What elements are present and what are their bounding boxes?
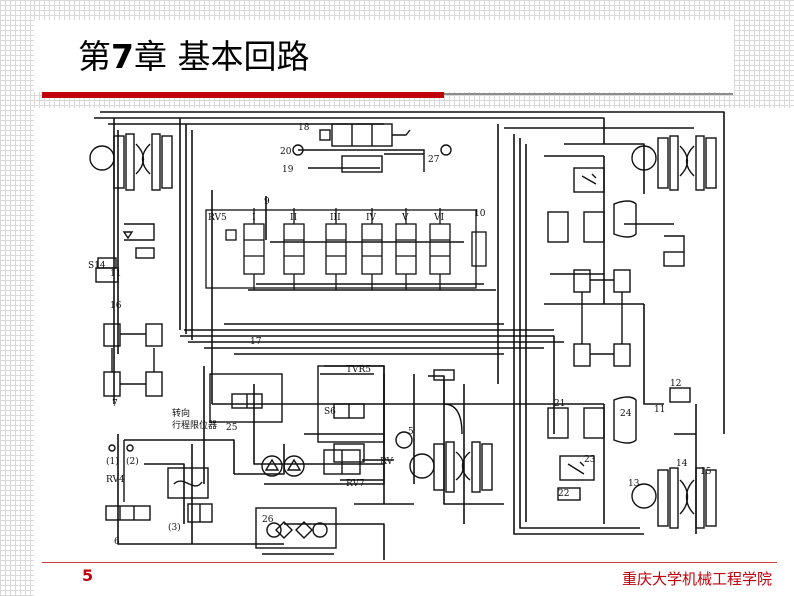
label-p3: (3) [168,522,181,533]
label-26: 26 [262,515,274,525]
label-section-vi: VI [433,213,444,223]
label-15: 15 [700,467,712,477]
label-18: 18 [298,123,310,133]
label-zhuanxiang: 转向 [172,407,190,419]
label-27: 27 [428,155,440,165]
label-section-iii: III [330,213,341,223]
label-rv: RV [380,457,393,467]
label-section-v: V [401,213,409,223]
label-20: 20 [280,147,292,157]
label-s14: S14 [88,261,106,271]
label-rv7: RV7 [346,479,365,489]
label-section-ii: II [290,213,298,223]
label-section-i: I [252,213,256,223]
label-12: 12 [670,379,681,389]
title-prefix: 第 [78,37,111,76]
label-17: 17 [250,337,262,347]
label-tvr5: TVR5 [346,365,371,375]
label-25: 25 [226,423,238,433]
slide-title: 第7章 基本回路 [78,30,309,78]
label-11-right: 11 [654,405,665,415]
footer-rule [42,562,777,563]
title-rest: 章 基本回路 [133,37,310,76]
title-underline-red [42,92,444,98]
label-13: 13 [628,479,640,489]
label-22: 22 [558,489,569,499]
label-rv5: RV5 [208,213,227,223]
title-backdrop [34,20,734,92]
label-21: 21 [554,399,565,409]
label-7: 7 [112,399,118,409]
label-10: 10 [474,209,486,219]
label-11: 11 [110,269,121,279]
label-travel-limiter: 行程限位器 [172,419,217,431]
label-6: 6 [114,537,120,547]
label-p2: (2) [126,456,139,467]
background-grid-left [0,0,34,596]
page-number: 5 [82,566,94,585]
label-24: 24 [620,409,632,419]
title-number: 7 [111,37,134,76]
label-section-iv: IV [366,213,377,223]
label-23: 23 [584,455,596,465]
label-14: 14 [676,459,688,469]
label-19: 19 [282,165,294,175]
title-underline-gray [444,93,733,95]
label-p1: (1) [106,456,119,467]
label-9: 9 [264,197,270,207]
footer-institution: 重庆大学机械工程学院 [621,570,772,588]
label-16: 16 [110,301,122,311]
label-5: 5 [408,427,414,437]
hydraulic-circuit-diagram: 18 20 19 27 9 10 RV5 I II III IV V VI S1… [88,111,725,560]
label-rv4: RV4 [106,475,125,485]
label-s6: S6 [324,407,336,417]
